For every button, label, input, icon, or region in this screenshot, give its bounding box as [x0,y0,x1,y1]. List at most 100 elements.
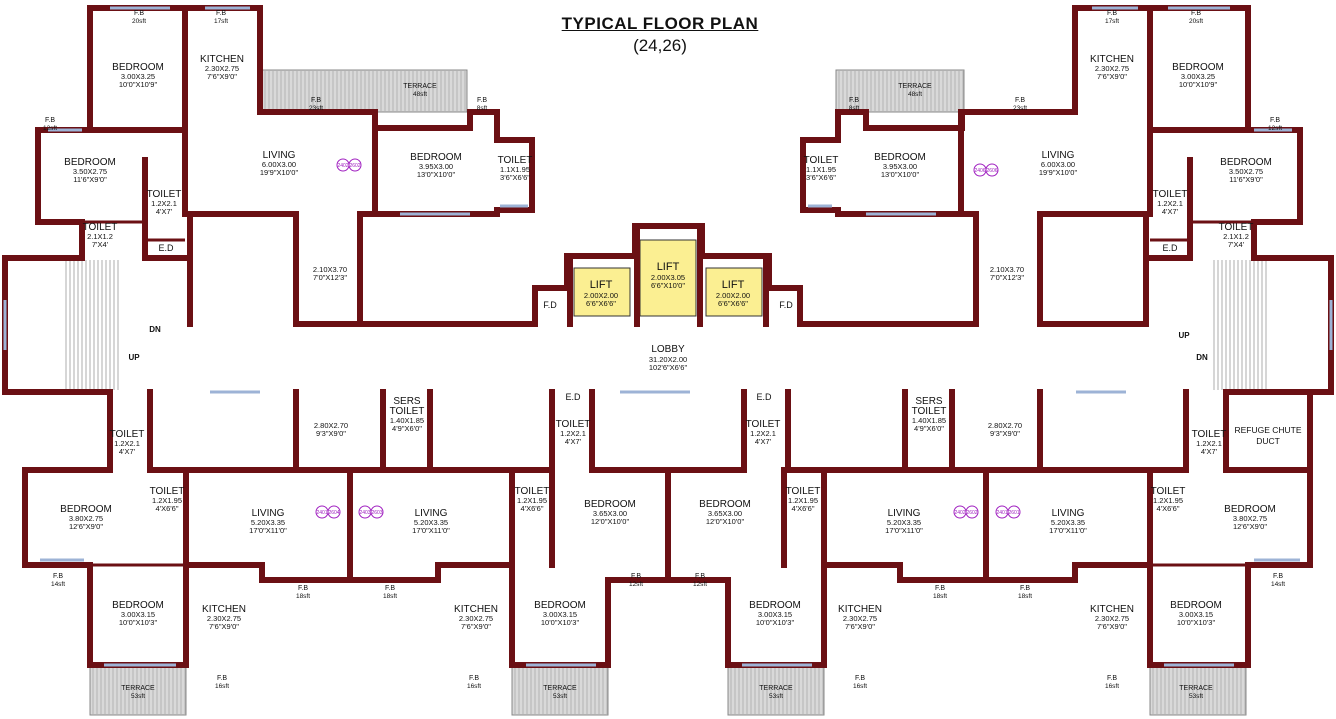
room-dimension-m: 1.1X1.95 [806,165,836,174]
room-name: TOILET [515,486,550,497]
fb-area: 12sft [43,125,57,132]
room-dimension-ft: 3'6"X6'6" [500,173,530,182]
room-name: TOILET [746,419,781,430]
room-name: TOILET [786,486,821,497]
unit-badge [327,505,341,519]
terrace-label: TERRACE [759,685,793,692]
room-dimension-m: 3.95X3.00 [883,162,917,171]
lift-dimension-ft: 6'6"X6'6" [586,299,616,308]
room-dimension-m: 1.2X2.1 [560,429,586,438]
terrace-area [727,664,825,716]
room-dimension-ft: 4'X7' [1162,207,1179,216]
room-dimension-ft: 7'X4' [1228,240,1245,249]
room-name: TOILET [804,155,839,166]
room-dimension-m: 3.00X3.25 [1181,72,1215,81]
unit-number: 2402 [954,510,965,516]
fb-label: F.B [855,675,865,682]
room-name: KITCHEN [1090,54,1134,65]
fb-label: F.B [469,675,479,682]
fb-label: F.B [45,117,55,124]
room-dimension-ft: 7'6"X9'0" [207,72,237,81]
unit-number: 2401 [996,510,1007,516]
room-dimension-m: 1.2X1.95 [788,496,818,505]
unit-badge [370,505,384,519]
lift-dimension-m: 2.00X2.00 [584,291,618,300]
fb-area: 12sft [629,581,643,588]
room-name: BEDROOM [60,504,112,515]
room-dimension-m: 2.1X1.2 [87,232,113,241]
lift-dimension-m: 2.00X2.00 [716,291,750,300]
terrace-label: TERRACE [403,83,437,90]
unit-number: 2606 [986,168,997,174]
fb-label: F.B [298,585,308,592]
unit-number: 2604 [328,510,339,516]
room-dimension-m: 3.65X3.00 [708,509,742,518]
room-name: TOILET [110,429,145,440]
fb-label: F.B [1107,10,1117,17]
lobby-name: LOBBY [651,344,685,355]
room-dimension-ft: 4'9"X6'0" [914,424,944,433]
fb-label: F.B [1191,10,1201,17]
room-dimension-ft: 12'0"X10'0" [591,517,630,526]
label-layer: BEDROOM3.00X3.2510'0"X10'9"KITCHEN2.30X2… [43,10,1302,700]
fb-label: F.B [1107,675,1117,682]
ed-label: E.D [158,243,174,253]
unit-number: 2403 [359,510,370,516]
terrace-area-label: 53sft [553,693,567,700]
room-dimension-m: 2.30X2.75 [459,614,493,623]
room-dimension-m: 1.40X1.85 [912,416,946,425]
room-dimension-m: 2.10X3.70 [990,265,1024,274]
unit-badge [965,505,979,519]
room-dimension-m: 2.80X2.70 [314,421,348,430]
room-dimension-ft: 13'0"X10'0" [881,170,920,179]
ed-label: E.D [756,392,772,402]
room-dimension-m: 6.00X3.00 [1041,160,1075,169]
room-name: BEDROOM [1224,504,1276,515]
fb-label: F.B [631,573,641,580]
room-name: BEDROOM [1220,157,1272,168]
lift-car [705,267,763,317]
room-dimension-ft: 10'0"X10'3" [119,618,158,627]
fb-area: 14sft [1271,581,1285,588]
room-name: BEDROOM [874,152,926,163]
room-dimension-ft: 9'3"X9'0" [316,429,346,438]
room-name: TOILET [147,189,182,200]
room-dimension-m: 3.95X3.00 [419,162,453,171]
fb-area: 16sft [467,683,481,690]
room-dimension-ft: 19'9"X10'0" [1039,168,1078,177]
room-name: LIVING [1042,150,1075,161]
room-dimension-m: 1.2X2.1 [750,429,776,438]
room-name: BEDROOM [1172,62,1224,73]
room-dimension-ft: 11'6"X9'0" [1229,175,1263,184]
room-name: KITCHEN [838,604,882,615]
fb-label: F.B [134,10,144,17]
unit-number: 2603 [371,510,382,516]
room-name: KITCHEN [202,604,246,615]
room-dimension-ft: 7'6"X9'0" [845,622,875,631]
unit-number: 2602 [966,510,977,516]
room-dimension-m: 2.30X2.75 [1095,614,1129,623]
terrace-label: TERRACE [121,685,155,692]
room-dimension-ft: 17'0"X11'0" [412,526,450,535]
room-name: BEDROOM [584,499,636,510]
fb-label: F.B [477,97,487,104]
room-dimension-m: 3.00X3.15 [543,610,577,619]
stair-dn-label: DN [1196,353,1208,362]
lift-name: LIFT [722,279,745,291]
room-dimension-ft: 4'X7' [1201,447,1218,456]
terrace-area [89,664,187,716]
fb-area: 16sft [853,683,867,690]
fb-label: F.B [849,97,859,104]
room-dimension-m: 1.2X1.95 [152,496,182,505]
terrace-area-label: 48sft [413,91,427,98]
lift-dimension-ft: 6'6"X10'0" [651,281,685,290]
room-dimension-m: 2.30X2.75 [843,614,877,623]
room-name: BEDROOM [410,152,462,163]
terrace-label: TERRACE [543,685,577,692]
room-dimension-ft: 10'0"X10'3" [1177,618,1216,627]
room-dimension-m: 1.40X1.85 [390,416,424,425]
room-name: SERS [393,396,421,407]
terrace-label: TERRACE [1179,685,1213,692]
lift-name: LIFT [657,261,680,273]
room-dimension-m: 5.20X3.35 [414,518,448,527]
